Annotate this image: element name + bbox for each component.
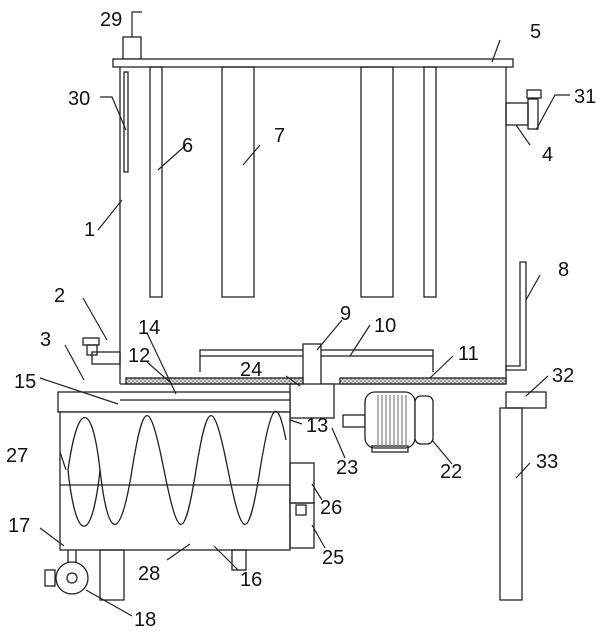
shaft-9-lower	[289, 383, 335, 419]
rod-7-b	[360, 66, 394, 298]
label-14: 14	[138, 317, 160, 339]
label-25: 25	[322, 547, 344, 569]
screw-28-back	[67, 469, 101, 527]
lid-5	[112, 58, 514, 68]
gearbox-25	[289, 502, 315, 549]
pump-18	[55, 561, 89, 595]
label-28: 28	[138, 563, 160, 585]
valve-3-handle	[82, 337, 100, 346]
label-8: 8	[558, 259, 569, 281]
label-33: 33	[536, 451, 558, 473]
label-11: 11	[458, 343, 479, 365]
motor-22-cap	[414, 395, 434, 445]
rod-7-a	[221, 66, 255, 298]
label-6: 6	[182, 135, 193, 157]
label-10: 10	[374, 315, 396, 337]
label-9: 9	[340, 303, 351, 325]
screw-28	[67, 410, 287, 525]
pipe-4	[505, 102, 529, 126]
label-27: 27	[6, 445, 28, 467]
rod-6-a	[149, 66, 163, 298]
motor-22-foot	[371, 445, 409, 453]
label-7: 7	[274, 125, 285, 147]
filter-plate-left	[125, 377, 304, 385]
label-15: 15	[14, 371, 36, 393]
label-30: 30	[68, 88, 90, 110]
label-22: 22	[440, 461, 462, 483]
label-24: 24	[240, 359, 262, 381]
valve-31-handle	[526, 89, 542, 99]
label-2: 2	[54, 285, 65, 307]
leg-33	[499, 407, 523, 601]
label-4: 4	[542, 144, 553, 166]
filter-plate-right	[339, 377, 507, 385]
label-16: 16	[240, 569, 262, 591]
cap-29	[122, 36, 142, 60]
label-18: 18	[134, 609, 156, 631]
label-26: 26	[320, 497, 342, 519]
housing-27	[59, 411, 291, 551]
label-5: 5	[530, 21, 541, 43]
sensor-8	[505, 261, 527, 371]
gearbox-26	[289, 462, 315, 504]
label-31: 31	[574, 86, 596, 108]
support-left	[99, 549, 125, 601]
label-3: 3	[40, 329, 51, 351]
label-29: 29	[100, 9, 122, 31]
label-17: 17	[8, 515, 30, 537]
rod-6-b	[423, 66, 437, 298]
level-gauge-30	[123, 71, 129, 173]
label-23: 23	[336, 457, 358, 479]
platform-32	[505, 391, 547, 409]
support-right	[231, 549, 247, 571]
valve-31	[527, 98, 539, 130]
outlet-2	[91, 351, 121, 365]
label-13: 13	[306, 415, 328, 437]
label-1: 1	[84, 219, 95, 241]
label-12: 12	[128, 345, 150, 367]
coupling-23	[342, 414, 366, 428]
label-32: 32	[552, 365, 574, 387]
